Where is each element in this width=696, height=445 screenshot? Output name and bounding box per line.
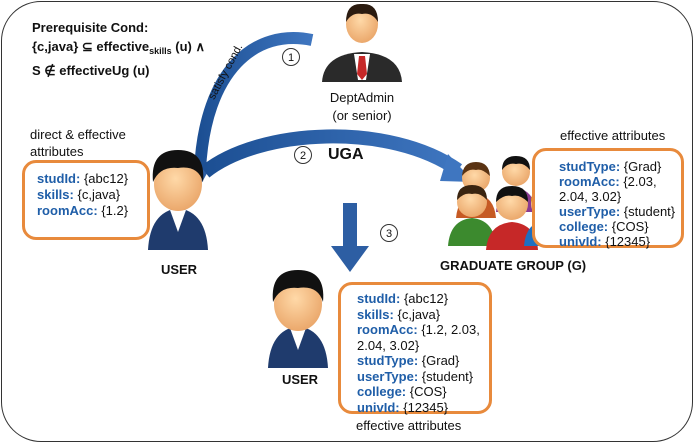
attr-value-cont: 2.04, 3.02}: [559, 189, 622, 204]
group-attr-row: roomAcc: {2.03,: [559, 174, 657, 189]
attr-value: {abc12}: [403, 291, 449, 306]
attr-key: studType: [357, 353, 414, 368]
user-bottom-attr-row: skills: {c,java}: [357, 306, 441, 322]
dept-admin-name: DeptAdmin: [329, 90, 395, 105]
group-attr-row: userType: {student}: [559, 204, 676, 219]
down-arrow: [331, 203, 369, 272]
user-bottom-attr-row: userType: {student}: [357, 368, 474, 384]
user-bottom-label: USER: [281, 372, 319, 387]
attr-value: {COS}: [611, 219, 649, 234]
step-3-marker: 3: [380, 224, 398, 242]
attr-key: userType: [559, 204, 616, 219]
prerequisite-line-1-subscript: skills: [149, 46, 172, 56]
attr-value: {12345}: [605, 234, 651, 249]
user-top-attr-row: roomAcc: {1.2}: [37, 203, 129, 218]
group-caption: effective attributes: [560, 128, 666, 143]
attr-value-cont: 2.04, 3.02}: [357, 337, 420, 353]
prerequisite-line-1: {c,java} ⊆ effectiveskills (u) ∧: [32, 37, 205, 61]
user-top-attr-row: studId: {abc12}: [37, 171, 129, 186]
attr-key: studType: [559, 159, 616, 174]
prerequisite-title: Prerequisite Cond:: [32, 20, 149, 35]
attr-value: {12345}: [403, 399, 449, 415]
dept-admin-figure: [322, 3, 402, 82]
uga-label: UGA: [328, 146, 364, 163]
step-2-marker: 2: [294, 146, 312, 164]
user-top-caption: direct & effective attributes: [30, 127, 126, 159]
attr-value: {c,java}: [397, 306, 441, 322]
user-top-figure: [148, 150, 208, 250]
attr-key: studId: [37, 171, 76, 186]
user-top-attr-row: skills: {c,java}: [37, 187, 121, 202]
group-attr-row-cont: 2.04, 3.02}: [559, 189, 681, 204]
dept-admin-role: (or senior): [332, 108, 392, 123]
user-bottom-attr-row: univId: {12345}: [357, 399, 449, 415]
attr-key: roomAcc: [559, 174, 616, 189]
attr-key: univId: [559, 234, 598, 249]
group-attr-row: univId: {12345}: [559, 234, 651, 249]
attr-value: {Grad}: [623, 159, 662, 174]
user-bottom-figure: [268, 270, 328, 368]
attr-value: {Grad}: [421, 353, 460, 368]
attr-value: {COS}: [409, 384, 447, 399]
attr-key: college: [357, 384, 402, 399]
attr-value: {1.2}: [101, 203, 129, 218]
user-bottom-caption: effective attributes: [356, 418, 462, 433]
attr-value: {student}: [623, 204, 676, 219]
prerequisite-line-1-left: {c,java} ⊆ effective: [32, 39, 150, 54]
attr-value: {2.03,: [623, 174, 657, 189]
attr-key: univId: [357, 399, 396, 415]
attr-value: {abc12}: [83, 171, 129, 186]
attr-key: skills: [357, 306, 390, 322]
user-top-label: USER: [160, 262, 198, 277]
group-attr-row: studType: {Grad}: [559, 159, 662, 174]
attr-value: {1.2, 2.03,: [421, 322, 480, 337]
attr-key: skills: [37, 187, 70, 202]
group-attr-row: college: {COS}: [559, 219, 649, 234]
user-bottom-attr-row: roomAcc: {1.2, 2.03,: [357, 322, 480, 337]
group-label: GRADUATE GROUP (G): [440, 258, 587, 273]
step-1-marker: 1: [282, 48, 300, 66]
group-attributes: studType: {Grad} roomAcc: {2.03, 2.04, 3…: [532, 148, 684, 249]
attr-key: roomAcc: [357, 322, 414, 337]
attr-key: userType: [357, 368, 414, 384]
user-top-attributes: studId: {abc12} skills: {c,java} roomAcc…: [22, 160, 150, 240]
prerequisite-condition: Prerequisite Cond: {c,java} ⊆ effectives…: [32, 18, 205, 80]
attr-value: {student}: [421, 368, 474, 384]
user-bottom-attr-row: studId: {abc12}: [357, 291, 449, 306]
attr-key: college: [559, 219, 604, 234]
attr-key: studId: [357, 291, 396, 306]
user-bottom-attr-row-cont: 2.04, 3.02}: [357, 338, 489, 354]
prerequisite-line-2: S ∉ effectiveUg (u): [32, 63, 150, 78]
attr-value: {c,java}: [77, 187, 121, 202]
attr-key: roomAcc: [37, 203, 94, 218]
user-bottom-attr-row: studType: {Grad}: [357, 353, 460, 368]
user-bottom-attr-row: college: {COS}: [357, 384, 447, 399]
prerequisite-line-1-right: (u) ∧: [171, 39, 206, 54]
user-bottom-attributes: studId: {abc12} skills: {c,java} roomAcc…: [338, 282, 492, 415]
